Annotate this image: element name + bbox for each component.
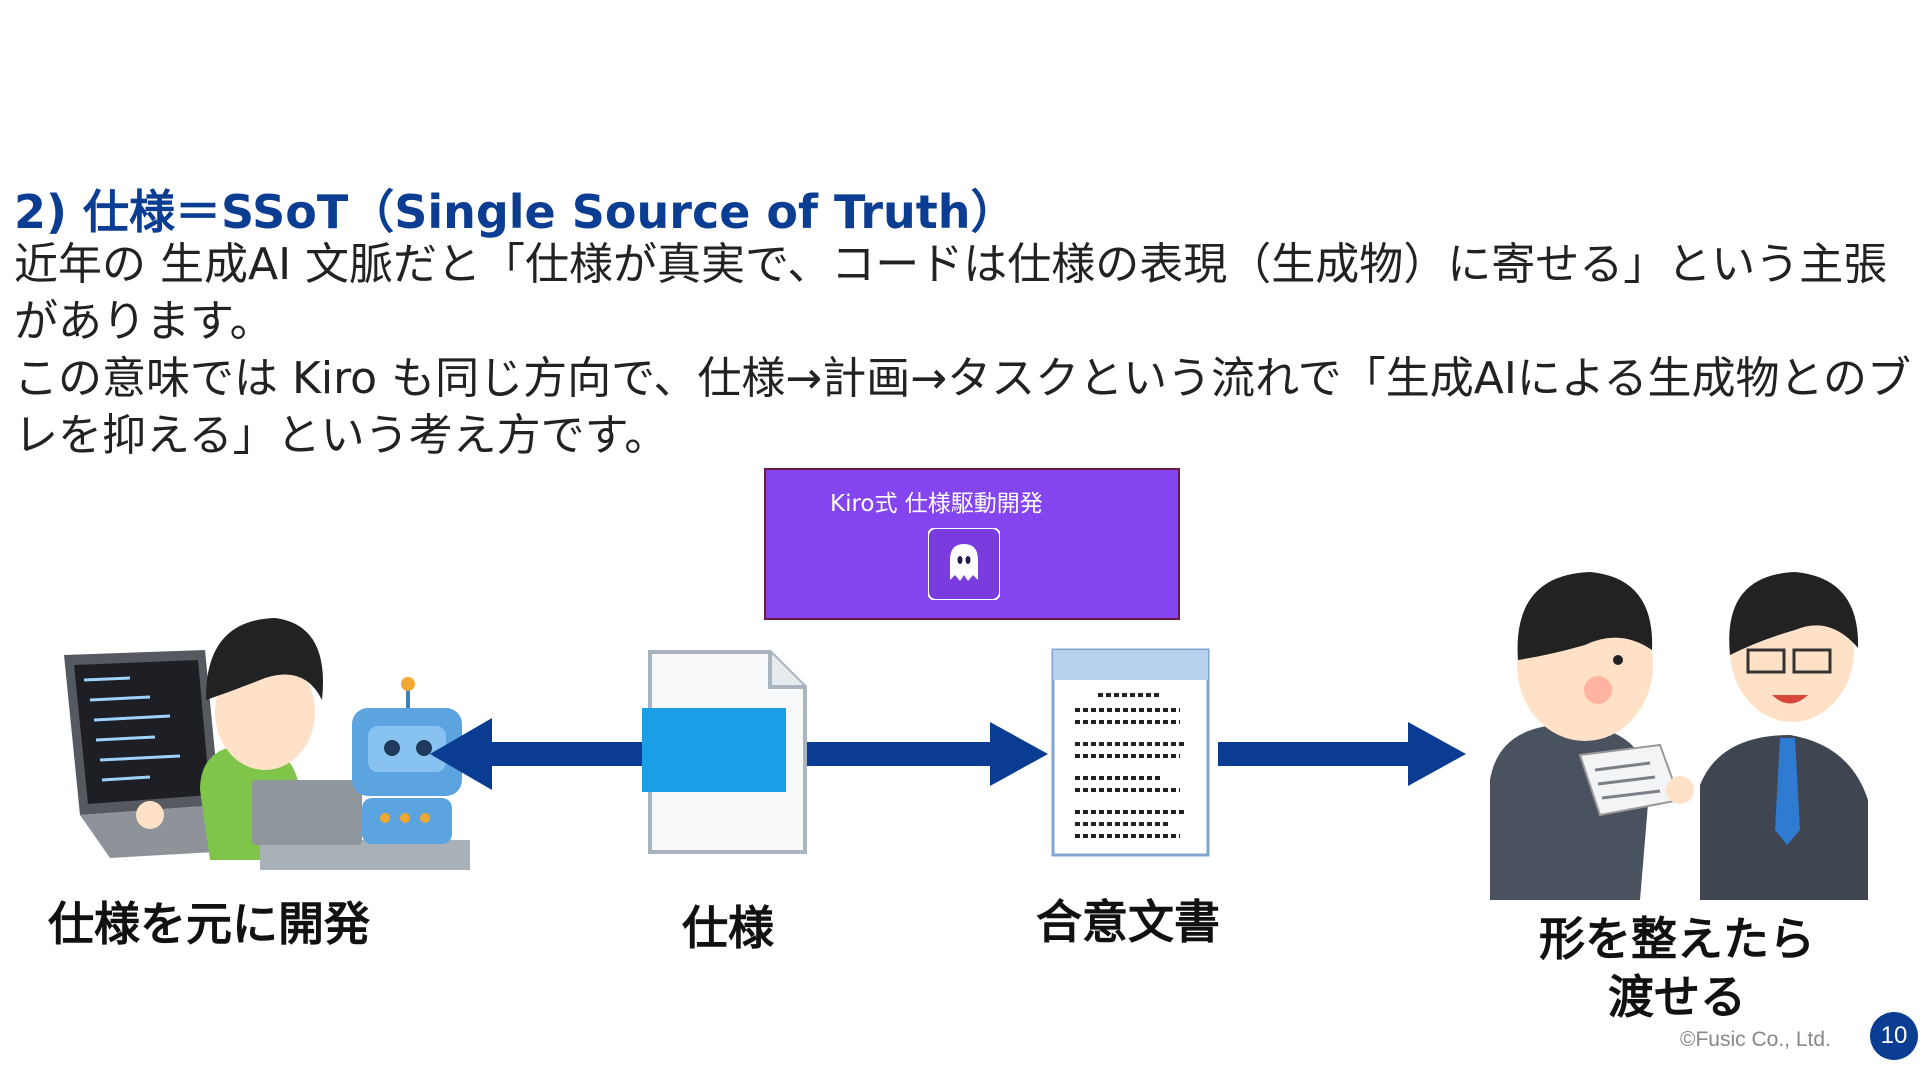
page-number-badge: 10 bbox=[1870, 1012, 1918, 1060]
spec-document-icon bbox=[642, 650, 807, 854]
slide-body: 近年の 生成AI 文脈だと「仕様が真実で、コードは仕様の表現（生成物）に寄せる」… bbox=[14, 236, 1914, 464]
label-agreement-document: 合意文書 bbox=[1036, 895, 1220, 949]
paragraph-kiro: この意味では Kiro も同じ方向で、仕様→計画→タスクという流れで「生成AIに… bbox=[14, 353, 1912, 461]
label-handover-line1: 形を整えたら bbox=[1539, 912, 1815, 966]
paragraph-ssot: 近年の 生成AI 文脈だと「仕様が真実で、コードは仕様の表現（生成物）に寄せる」… bbox=[14, 239, 1888, 347]
handover-illustration bbox=[1490, 572, 1868, 900]
developer-illustration bbox=[64, 618, 470, 870]
agreement-document-icon bbox=[1051, 648, 1210, 857]
arrow-spec-to-agreement bbox=[798, 722, 1048, 786]
slide-heading: 2) 仕様＝SSoT（Single Source of Truth） bbox=[14, 185, 1017, 239]
copyright-footer: ©Fusic Co., Ltd. bbox=[1680, 1028, 1831, 1051]
robot-illustration bbox=[352, 677, 462, 844]
kiro-ghost-icon bbox=[928, 528, 1000, 600]
arrow-spec-to-develop bbox=[430, 718, 648, 790]
kiro-box-label: Kiro式 仕様駆動開発 bbox=[830, 491, 1043, 517]
label-handover: 形を整えたら 渡せる bbox=[1532, 910, 1822, 1026]
kiro-spec-driven-box: Kiro式 仕様駆動開発 bbox=[764, 468, 1180, 620]
arrow-agreement-to-handover bbox=[1218, 722, 1466, 786]
label-handover-line2: 渡せる bbox=[1608, 970, 1746, 1024]
label-spec: 仕様 bbox=[682, 901, 774, 955]
label-develop-from-spec: 仕様を元に開発 bbox=[48, 897, 370, 951]
